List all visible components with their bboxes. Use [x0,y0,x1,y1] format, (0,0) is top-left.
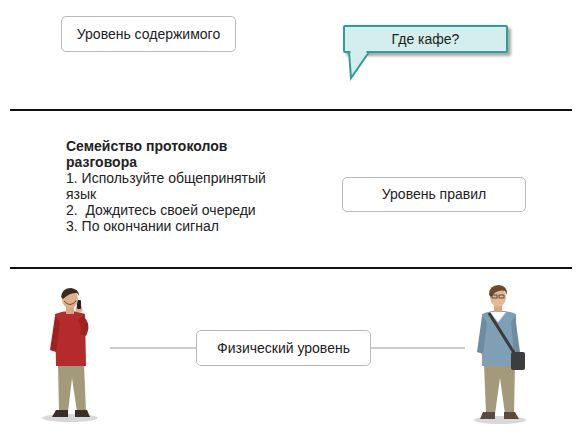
list-item: 3. По окончании сигнал [66,218,292,234]
bubble-tail-shape [349,52,369,78]
layer-divider [10,109,572,111]
node-text: Физический уровень [217,340,350,357]
list-item: 2. Дождитесь своей очереди [66,202,292,218]
layer-box: Уровень правил [342,177,526,212]
node-text: Уровень содержимого [77,26,220,43]
person-right [474,285,526,424]
speech-bubble: Где кафе? [343,25,508,53]
layer-box: Физический уровень [196,330,371,366]
bubble-tail [349,52,379,82]
layer-box: Уровень содержимого [61,16,236,52]
list-heading: Семейство протоколов разговора [66,138,292,170]
layer-divider [10,267,572,269]
node-text: Где кафе? [392,31,460,48]
list-item: 1. Используйте общепринятый язык [66,170,292,202]
protocol-list: Семейство протоколов разговора1. Использ… [66,138,292,234]
node-text: Уровень правил [382,186,486,203]
person-left [42,288,98,422]
